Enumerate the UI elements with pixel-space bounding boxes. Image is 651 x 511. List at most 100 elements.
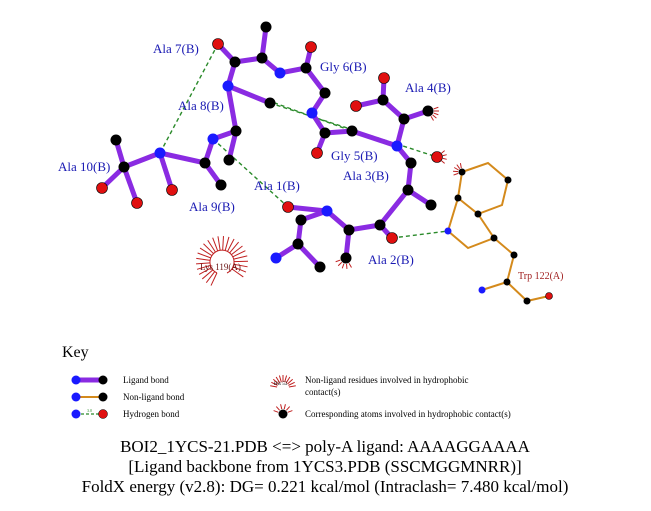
key-hydrophobic-atom-icon bbox=[273, 404, 293, 413]
hydrophobic-spoke bbox=[271, 381, 278, 386]
hydrophobic-spoke bbox=[233, 255, 248, 260]
hydrophobic-spoke bbox=[433, 106, 439, 110]
label-ala9: Ala 9(B) bbox=[189, 199, 235, 214]
carbon-atom bbox=[319, 127, 331, 139]
key-hydrophobic-atoms-label: Corresponding atoms involved in hydropho… bbox=[305, 409, 511, 419]
label-ala10: Ala 10(B) bbox=[58, 159, 110, 174]
backbone-ala2 bbox=[285, 204, 383, 233]
carbon-atom bbox=[223, 154, 235, 166]
backbone-ala1 bbox=[273, 208, 330, 261]
nitrogen-atom bbox=[321, 205, 333, 217]
hydrophobic-spoke bbox=[441, 150, 445, 154]
footer-line-1: BOI2_1YCS-21.PDB <=> poly-A ligand: AAAA… bbox=[120, 437, 531, 456]
atom-hydrophobic-marks bbox=[335, 106, 462, 270]
hydrophobic-spoke bbox=[232, 250, 246, 258]
atoms bbox=[96, 21, 553, 305]
hydrophobic-spoke bbox=[197, 252, 211, 259]
hydrophobic-spoke bbox=[227, 238, 235, 252]
hydrophobic-spoke bbox=[212, 237, 219, 251]
oxygen-atom bbox=[386, 232, 398, 244]
footer-line-2: [Ligand backbone from 1YCS3.PDB (SSCMGGM… bbox=[128, 457, 521, 476]
nitrogen-atom bbox=[274, 67, 286, 79]
hydrophobic-spoke bbox=[287, 378, 293, 385]
residue-labels: Ala 7(B) Gly 6(B) Ala 8(B) Ala 4(B) Ala … bbox=[58, 41, 563, 282]
hydrophobic-spoke bbox=[453, 172, 459, 176]
hydrophobic-spoke bbox=[229, 241, 240, 254]
hydrophobic-spoke bbox=[456, 164, 461, 170]
trp-sidechain bbox=[493, 237, 550, 303]
carbon-atom bbox=[422, 105, 434, 117]
oxygen-atom bbox=[166, 184, 178, 196]
hydrophobic-spoke bbox=[196, 257, 211, 261]
hydrophobic-spoke bbox=[453, 167, 459, 171]
carbon-atom bbox=[300, 62, 312, 74]
hydrophobic-spoke bbox=[285, 406, 291, 411]
carbon-atom bbox=[343, 224, 355, 236]
label-lys119: Lys 119(A) bbox=[200, 262, 241, 272]
backbone-gly5 bbox=[309, 110, 400, 149]
ligand-bonds bbox=[99, 24, 434, 270]
key-ligand-n-atom bbox=[71, 375, 81, 385]
oxygen-atom bbox=[431, 151, 443, 163]
key-hbond-distance: 3.0 bbox=[87, 408, 92, 413]
hydrophobic-spoke bbox=[196, 264, 211, 270]
label-ala8: Ala 8(B) bbox=[178, 98, 224, 113]
hydrophobic-spoke bbox=[459, 163, 462, 169]
oxygen-atom bbox=[96, 182, 108, 194]
hydrophobic-contacts bbox=[196, 106, 462, 286]
hydrophobic-spoke bbox=[430, 115, 434, 121]
bond-10-o2 bbox=[121, 164, 140, 206]
key-ligand-bond-label: Ligand bond bbox=[123, 375, 169, 385]
nitrogen-atom bbox=[154, 147, 166, 159]
carbon-atom bbox=[229, 56, 241, 68]
hydrophobic-spoke bbox=[273, 410, 279, 413]
carbon-atom bbox=[199, 157, 211, 169]
carbon-atom bbox=[490, 234, 498, 242]
nitrogen-atom bbox=[222, 80, 234, 92]
hydrophobic-spoke bbox=[348, 262, 352, 268]
key-hydrogen-bond-label: Hydrogen bond bbox=[123, 409, 180, 419]
carbon-atoms bbox=[110, 21, 531, 305]
hydrophobic-spoke bbox=[278, 375, 282, 383]
nitrogen-atom bbox=[207, 133, 219, 145]
hydrophobic-spoke bbox=[284, 375, 288, 383]
key-hydrophobic-atom bbox=[278, 409, 288, 419]
key-nonligand-n-atom bbox=[71, 392, 81, 402]
hydrophobic-spoke bbox=[288, 381, 295, 386]
hydrophobic-spoke bbox=[442, 154, 447, 157]
backbone-ala4 bbox=[353, 97, 407, 149]
oxygen-atom bbox=[545, 292, 553, 300]
hydrophobic-spoke bbox=[232, 266, 247, 273]
carbon-atom bbox=[454, 194, 462, 202]
hbond-ala9-ala1 bbox=[212, 138, 289, 208]
label-ala3: Ala 3(B) bbox=[343, 168, 389, 183]
hydrophobic-spoke bbox=[270, 385, 278, 388]
oxygen-atom bbox=[131, 197, 143, 209]
carbon-atom bbox=[340, 252, 352, 264]
carbon-atom bbox=[346, 125, 358, 137]
carbon-atom bbox=[260, 21, 272, 33]
hydrophobic-spoke bbox=[217, 236, 221, 251]
hydrophobic-spoke bbox=[199, 247, 213, 256]
nitrogen-atoms bbox=[154, 67, 486, 294]
hydrophobic-spoke bbox=[275, 376, 281, 384]
trp-pyrrole-ring bbox=[446, 197, 496, 250]
carbon-atom bbox=[503, 278, 511, 286]
carbon-atom bbox=[118, 161, 130, 173]
oxygen-atom bbox=[212, 38, 224, 50]
carbon-atom bbox=[510, 251, 518, 259]
label-gly5: Gly 5(B) bbox=[331, 148, 378, 163]
label-ala4: Ala 4(B) bbox=[405, 80, 451, 95]
carbon-atom bbox=[523, 297, 531, 305]
hydrophobic-spoke bbox=[280, 404, 283, 410]
hydrophobic-spoke bbox=[203, 243, 214, 254]
key-hydrophobic-residues-label-1: Non-ligand residues involved in hydropho… bbox=[305, 375, 468, 385]
key-hydrophobic-residue-icon bbox=[270, 375, 296, 388]
backbone-gly6 bbox=[259, 44, 314, 76]
hydrophobic-spoke bbox=[222, 236, 224, 251]
nitrogen-atom bbox=[391, 140, 403, 152]
key-hydrogen-n-atom bbox=[71, 409, 81, 419]
hydrophobic-spoke bbox=[224, 236, 230, 251]
hydrophobic-spoke bbox=[433, 112, 439, 116]
